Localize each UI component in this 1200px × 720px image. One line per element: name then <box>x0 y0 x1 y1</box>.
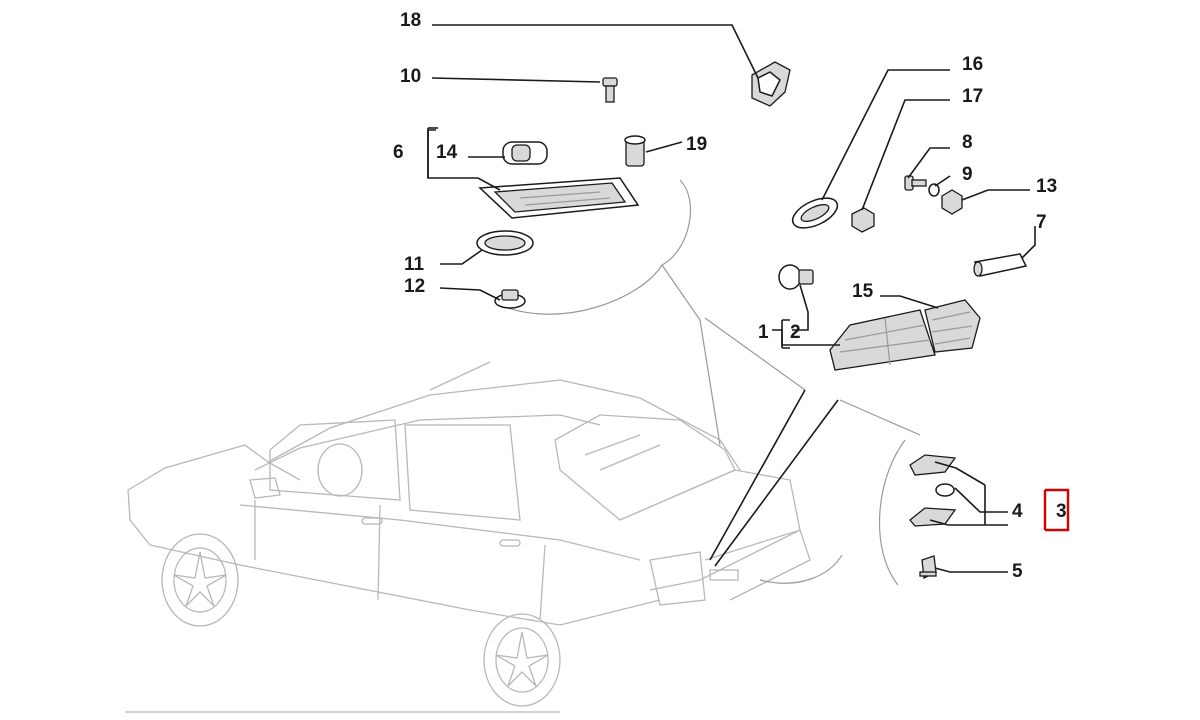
part-19-grommet <box>624 135 646 167</box>
part-11-gasket <box>476 230 534 256</box>
part-15-lamp <box>924 299 981 353</box>
callout-7: 7 <box>1036 212 1047 233</box>
part-2-bulb <box>778 264 814 290</box>
callout-16: 16 <box>962 54 983 75</box>
part-16-gasket <box>791 197 839 229</box>
part-6-lamp <box>478 177 640 219</box>
part-7-pin <box>973 253 1028 277</box>
callout-17: 17 <box>962 86 983 107</box>
callout-3: 3 <box>1056 501 1067 522</box>
part-5-screw <box>919 555 937 579</box>
callout-12: 12 <box>404 276 425 297</box>
bracket-1-2 <box>781 319 790 349</box>
callout-4: 4 <box>1012 501 1023 522</box>
callout-6: 6 <box>393 142 404 163</box>
callout-labels: 18 10 6 14 19 11 12 16 17 8 9 13 7 15 1 … <box>393 10 1067 582</box>
callout-1: 1 <box>758 322 769 343</box>
callout-18: 18 <box>400 10 421 31</box>
callout-10: 10 <box>400 66 421 87</box>
callout-5: 5 <box>1012 561 1023 582</box>
callout-13: 13 <box>1036 176 1057 197</box>
part-17-nut <box>851 207 875 233</box>
leader-lines <box>427 24 1036 573</box>
part-10-screw <box>602 77 618 103</box>
part-1-taillamp <box>829 309 936 371</box>
region-curves <box>499 179 921 586</box>
callout-19: 19 <box>686 134 707 155</box>
part-13-nut <box>941 189 963 215</box>
part-14-bulb <box>502 141 548 165</box>
part-12-nut <box>494 289 526 309</box>
callout-9: 9 <box>962 164 973 185</box>
part-9-washer <box>928 183 940 197</box>
callout-2: 2 <box>790 322 801 343</box>
callout-14: 14 <box>436 142 458 163</box>
highlight-bracket-3 <box>1043 488 1070 532</box>
part-18-bracket <box>751 61 791 107</box>
bracket-6 <box>427 129 436 178</box>
callout-15: 15 <box>852 281 874 302</box>
callout-8: 8 <box>962 132 973 153</box>
car-outline <box>125 361 811 713</box>
callout-11: 11 <box>404 254 425 275</box>
part-4-platelamp <box>909 454 957 527</box>
